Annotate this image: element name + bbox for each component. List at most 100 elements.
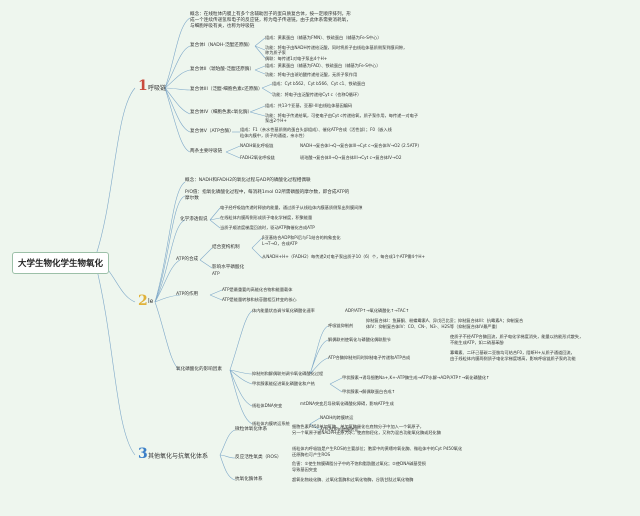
b2-m3-leaf2: ATP是能量转移和核苷酸相互转变的核心 <box>222 297 297 302</box>
edge-b3-n2 <box>219 454 236 459</box>
b2-g2c-leaf2: 由于线粒体内膜两侧质子电化学梯度增高，影响呼吸链质子泵的功能 <box>450 356 576 361</box>
b2-g3-leaf2: 甲状腺素→解偶联蛋白合成↑ <box>342 389 396 394</box>
edge-b1-c1 <box>164 45 191 89</box>
b1-fadh2-chain: FADH2氧化呼吸链 <box>240 155 275 160</box>
edge-m4-g2 <box>229 369 253 375</box>
edge-b1-c4 <box>164 87 191 115</box>
b2-g1[interactable]: 体内能量状态调节氧化磷酸化速率 <box>252 308 315 313</box>
b3-n2-leaf4: 导致基因突变 <box>292 467 318 472</box>
edge-g5-children <box>309 417 321 431</box>
edge-b2-m2 <box>154 259 181 303</box>
b1-c3-leaf1: 组成：Cyt b562、Cyt b566、Cyt c1、铁硫蛋白 <box>272 81 366 86</box>
edge-m4-g4 <box>229 369 253 407</box>
b2-po-2: 摩尔数 <box>185 196 199 201</box>
b2-m1-leaf2: 在线粒体内膜两侧形成质子电化学梯度，积聚能量 <box>220 215 313 220</box>
b2-g2b-leaf2: 不能生成ATP，如二硝基苯酚 <box>450 340 504 345</box>
branch2-title[interactable]: le <box>148 298 154 305</box>
b1-c4-leaf3: 泵出2个H+ <box>265 118 287 123</box>
edge-c1-leaves <box>254 37 266 59</box>
b2-m1-leaf3: 当质子顺浓度梯度回流时，驱动ATP酶催化合成ATP <box>220 225 315 230</box>
b2-atp-synthesis[interactable]: ATP的合成 <box>176 257 199 262</box>
edge-root-b3 <box>94 261 136 456</box>
b2-binding-change[interactable]: 结合变构机制 <box>212 245 240 250</box>
b2-g2a[interactable]: 呼吸链抑制剂 <box>328 323 354 328</box>
b2-m2-leaf1: β亚基结合ADP和Pi后与F1结合的构象变化 <box>262 235 341 240</box>
edge-c3-leaves <box>261 83 273 95</box>
b1-intro-2: 成一个连续传递氢和电子的反应链，称为电子传递链。由于此体系需要消耗氧， <box>190 18 351 23</box>
b2-m3-leaf1: ATP是最重要的高能化合物和能量载体 <box>222 287 293 292</box>
b1-c1-leaf4: 偶联：每传递1对电子泵出4个H+ <box>265 56 328 61</box>
edge-b1-c2 <box>164 69 191 89</box>
root-node[interactable]: 大学生物化学生物氧化 <box>12 252 110 274</box>
b1-complex1[interactable]: 复合体I（NADH-泛醌还原酶） <box>190 43 253 48</box>
b3-ros[interactable]: 反应活性氧类（ROS） <box>235 455 282 460</box>
b2-g2a-leaf1: 抑制复合体I：鱼藤酮、粉蝶霉素A、异戊巴比妥；抑制复合体III：抗霉素A；抑制复… <box>366 318 524 323</box>
b2-g2b[interactable]: 解偶联剂使氧化与磷酸化偶联脱节 <box>328 337 391 342</box>
b3-n2-leaf2: 还原酶也可产生ROS <box>292 452 331 457</box>
b1-c1-leaf2: 功能：将电子由NADH传递给泛醌，同时将质子由线粒体基质侧泵到膜间隙， <box>265 45 408 50</box>
b1-intro-3: 与细胞呼吸有关，也称为呼吸链 <box>190 24 255 29</box>
edge-b2-intro <box>154 181 186 303</box>
b2-g3[interactable]: 甲状腺素能促进氧化磷酸化和产热 <box>252 381 315 386</box>
b2-chemiosmotic[interactable]: 化学渗透假说 <box>180 217 208 222</box>
edge-b3-n1 <box>219 429 236 456</box>
b3-n1-leaf1: 细胞色素P450单加氧酶，单加氧酶催化在底物分子中加入一个氧原子， <box>292 424 424 429</box>
b2-g2a-leaf2: 体IV：抑制复合体IV：CO、CN-、N3-、H2S等（抑制复合体IV最严重） <box>366 324 500 329</box>
b1-c4-leaf2: 功能：将电子传递给氧，可使电子由Cyt c传递给氧，质子泵作用，每传递一对电子 <box>265 113 419 118</box>
edge-m4-g3 <box>229 369 253 385</box>
edge-b2-po <box>154 195 186 303</box>
b2-g3-leaf1: 甲状腺素→诱导细胞Na+,K+-ATP酶生成→ATP水解→ADP/ATP↑→氧化… <box>342 375 490 380</box>
b1-two-chains[interactable]: 两条主要呼吸链 <box>190 149 223 154</box>
b2-g2c[interactable]: ATP合酶抑制剂同时抑制电子传递和ATP合成 <box>328 355 411 360</box>
b3-antioxidant[interactable]: 抗氧化酶体系 <box>235 477 263 482</box>
b2-substrate-level[interactable]: 影响水平磷酸化 <box>212 265 245 270</box>
branch3-title[interactable]: 其他氧化与抗氧化体系 <box>148 453 209 460</box>
b2-po-1: P/O值：指氧化磷酸化过程中，每消耗1mol O2所需磷酸的摩尔数，即合成ATP… <box>185 190 350 195</box>
edge-m1-leaves <box>209 207 221 229</box>
b1-c2-leaf2: 功能：将电子由琥珀酸传递给泛醌，无质子泵作用 <box>265 72 358 77</box>
edge-c6-leaves <box>225 145 241 159</box>
b2-g4-leaf: mtDNA突变后导致氧化磷酸化障碍，影响ATP生成 <box>300 401 394 406</box>
b1-complex5[interactable]: 复合体V（ATP合酶） <box>190 129 234 134</box>
b2-g2[interactable]: 抑制剂和解偶联剂调节氧化磷酸化过程 <box>252 371 324 376</box>
b2-g2c-leaf1: 寡霉素、二环己基碳二亚胺均可结合F0，阻断H+从质子通道回流， <box>450 350 575 355</box>
b1-nadh-chain: NADH氧化呼吸链 <box>240 143 274 148</box>
b1-c2-leaf1: 组成：黄素蛋白（辅基为FAD）、铁硫蛋白（辅基为Fe-S中心） <box>265 63 381 68</box>
b2-m2-leaf4: ATP <box>212 271 220 276</box>
edge-m4-g5 <box>229 369 253 425</box>
branch2-number: 2 <box>138 293 148 309</box>
b1-complex4[interactable]: 复合体IV（细胞色素c氧化酶） <box>190 110 253 115</box>
b2-factors[interactable]: 氧化磷酸化的影响因素 <box>176 367 222 372</box>
edge-b1-c6 <box>164 87 191 153</box>
b1-nadh-path: NADH→复合体I→Q→复合体III→Cyt c→复合体IV→O2 (2.5AT… <box>300 143 419 148</box>
b3-n1-leaf2: 另一个氧原子被NADPH还原为水，使底物羟化，又称为混合功能氧化酶或羟化酶 <box>292 430 441 435</box>
edge-root-b1 <box>94 87 136 259</box>
b2-intro-1: 概念：NADH和FADH2的氧化过程与ADP的磷酸化过程相偶联 <box>185 178 311 183</box>
edge-b2-m1 <box>154 219 186 303</box>
b2-m1-leaf1: 电子经呼吸链传递时释放的能量，通过质子从线粒体内膜基质侧泵出到膜间隙 <box>220 205 363 210</box>
edge-b1-intro <box>164 17 191 89</box>
edge-c4-leaves <box>249 105 266 117</box>
b2-g4[interactable]: 线粒体DNA突变 <box>252 403 283 408</box>
b3-microsomal[interactable]: 微粒体氧化体系 <box>235 427 268 432</box>
b1-complex3[interactable]: 复合体III（泛醌-细胞色素c还原酶） <box>190 87 263 92</box>
branch1-title[interactable]: 呼吸链 <box>148 85 167 92</box>
b2-g5[interactable]: 线粒体内膜转运系统 <box>252 421 290 426</box>
edge-b2-m4 <box>154 301 181 371</box>
b2-g2b-leaf1: 使质子不经ATP合酶回流，质子电化学梯度消失，能量以热能形式散失， <box>450 334 584 339</box>
b1-c3-leaf2: 功能：将电子由泛醌传递给Cyt c（也称Q循环） <box>272 92 362 97</box>
b1-c5-leaf1: 组成：F1（亲水性基质侧的蛋白头部组成）、催化ATP合成（活性部）；F0（嵌入线 <box>240 127 392 132</box>
b1-complex2[interactable]: 复合体II（琥珀酸-泛醌还原酶） <box>190 67 255 72</box>
b1-c1-leaf3: 称为质子泵 <box>265 50 286 55</box>
b3-n3-leaf1: 超氧化物歧化酶、过氧化氢酶和过氧化物酶，谷胱甘肽过氧化物酶 <box>292 477 414 482</box>
b1-c5-leaf2: 粒体内膜中，质子的通道，亲水性） <box>240 133 308 138</box>
b1-c1-leaf1: 组成：黄素蛋白（辅基为FMN）、铁硫蛋白（辅基为Fe-S中心） <box>265 35 382 40</box>
edge-b1-c5 <box>164 87 191 133</box>
b1-intro-1: 概念：在线粒体内膜上有多个含辅助因子的蛋白质复合体，按一定顺序排列，形 <box>190 12 351 17</box>
edge-g3-children <box>329 377 343 393</box>
b2-atp-role[interactable]: ATP的作用 <box>176 292 199 297</box>
branch1-number: 1 <box>138 78 148 94</box>
edge-m2-s1 <box>251 237 263 259</box>
